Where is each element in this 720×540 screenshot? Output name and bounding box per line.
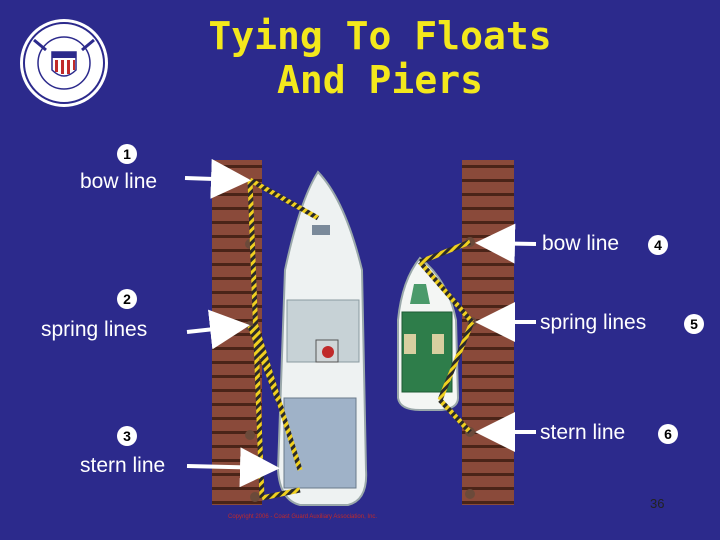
title-line-2: And Piers	[277, 58, 483, 102]
callout-number-6: 6	[658, 424, 678, 444]
label-spring-lines-right: spring lines	[540, 311, 647, 334]
coast-guard-auxiliary-logo	[20, 19, 108, 107]
label-bow-line-right: bow line	[542, 232, 620, 255]
callout-number-5: 5	[684, 314, 704, 334]
label-bow-line-left: bow line	[80, 170, 158, 193]
slide-title: Tying To Floats And Piers	[170, 14, 590, 102]
small-boat	[397, 256, 460, 411]
label-spring-lines-left: spring lines	[41, 318, 148, 341]
label-stern-line-left: stern line	[80, 454, 166, 477]
callout-arrows	[184, 158, 537, 488]
callout-number-1: 1	[117, 144, 137, 164]
mooring-lines	[247, 177, 475, 501]
large-boat	[276, 170, 368, 506]
callout-number-2: 2	[117, 289, 137, 309]
callout-number-3: 3	[117, 426, 137, 446]
copyright-notice: Copyright 2006 - Coast Guard Auxiliary A…	[228, 514, 378, 520]
page-number: 36	[650, 496, 665, 511]
title-line-1: Tying To Floats	[208, 14, 552, 58]
callout-number-4: 4	[648, 235, 668, 255]
label-stern-line-right: stern line	[540, 421, 626, 444]
